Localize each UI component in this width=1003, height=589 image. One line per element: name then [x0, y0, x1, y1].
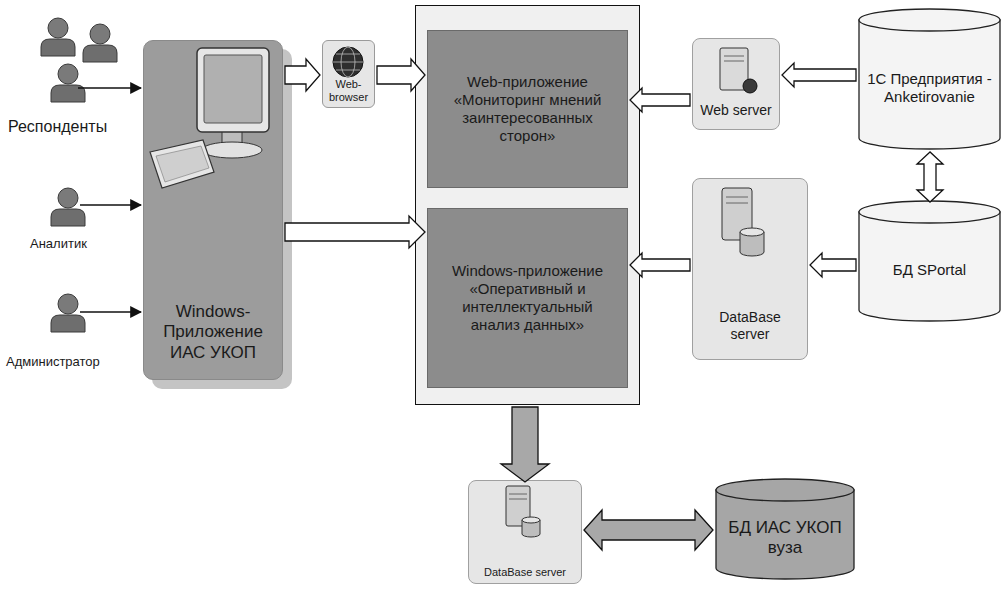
actor-label: Респонденты — [8, 118, 107, 136]
node-text: Web server — [700, 102, 771, 119]
block-arrow — [501, 407, 549, 482]
block-arrow — [917, 152, 943, 202]
cylinder-top — [859, 201, 1000, 223]
actor-label: Администратор — [6, 354, 100, 369]
globe-icon — [333, 47, 363, 77]
block-arrow — [285, 216, 425, 248]
node-text: Windows-Приложение ИАС УКОП — [148, 302, 278, 363]
application-box: Windows-Приложение ИАС УКОП — [143, 40, 283, 380]
cylinder-top — [716, 479, 854, 501]
node-text: DataBase server — [711, 309, 789, 343]
database-cylinder: БД SPortal — [858, 200, 1001, 322]
node-text: Web-приложение «Мониторинг мнений заинте… — [448, 73, 607, 145]
computer-icon — [150, 48, 269, 188]
process-box: Web-приложение «Мониторинг мнений заинте… — [427, 30, 628, 188]
database-cylinder: 1С Предприятия - Anketirovanie — [858, 8, 1001, 150]
analyst-icon — [51, 188, 85, 226]
actor-line — [80, 311, 141, 313]
actor-line — [78, 87, 141, 89]
server-box: DataBase server — [468, 480, 582, 584]
node-text: Web-browser — [324, 78, 373, 104]
node-text: БД ИАС УКОП вуза — [723, 518, 847, 559]
actor-line — [80, 204, 141, 206]
node-text: БД SPortal — [893, 261, 966, 279]
node-text: DataBase server — [484, 566, 566, 579]
cylinder-body — [716, 490, 854, 579]
cylinder-body — [859, 212, 1000, 321]
block-arrow — [584, 510, 713, 550]
node-text: Windows-приложение «Оперативный и интелл… — [442, 262, 613, 334]
container-box: Web-приложение «Мониторинг мнений заинте… — [415, 5, 640, 405]
block-arrow — [810, 253, 856, 277]
db-server-icon — [722, 188, 764, 256]
db-server-icon — [506, 486, 540, 537]
server-box: Web server — [692, 38, 780, 130]
actor-label: Аналитик — [30, 236, 87, 251]
cylinder-body — [859, 20, 1000, 149]
cylinder-top — [859, 9, 1000, 31]
web-server-icon — [720, 48, 757, 93]
block-arrow — [630, 253, 690, 277]
block-arrow — [630, 88, 690, 112]
block-arrow — [285, 59, 320, 91]
admin-icon — [51, 294, 85, 332]
server-box: DataBase server — [692, 178, 808, 360]
node-text: 1С Предприятия - Anketirovanie — [864, 70, 995, 106]
block-arrow — [782, 63, 856, 87]
process-box: Windows-приложение «Оперативный и интелл… — [427, 208, 628, 388]
respondent-icons — [41, 18, 117, 102]
database-cylinder: БД ИАС УКОП вуза — [715, 478, 855, 580]
block-arrow — [377, 59, 425, 91]
browser-box: Web-browser — [322, 40, 375, 108]
